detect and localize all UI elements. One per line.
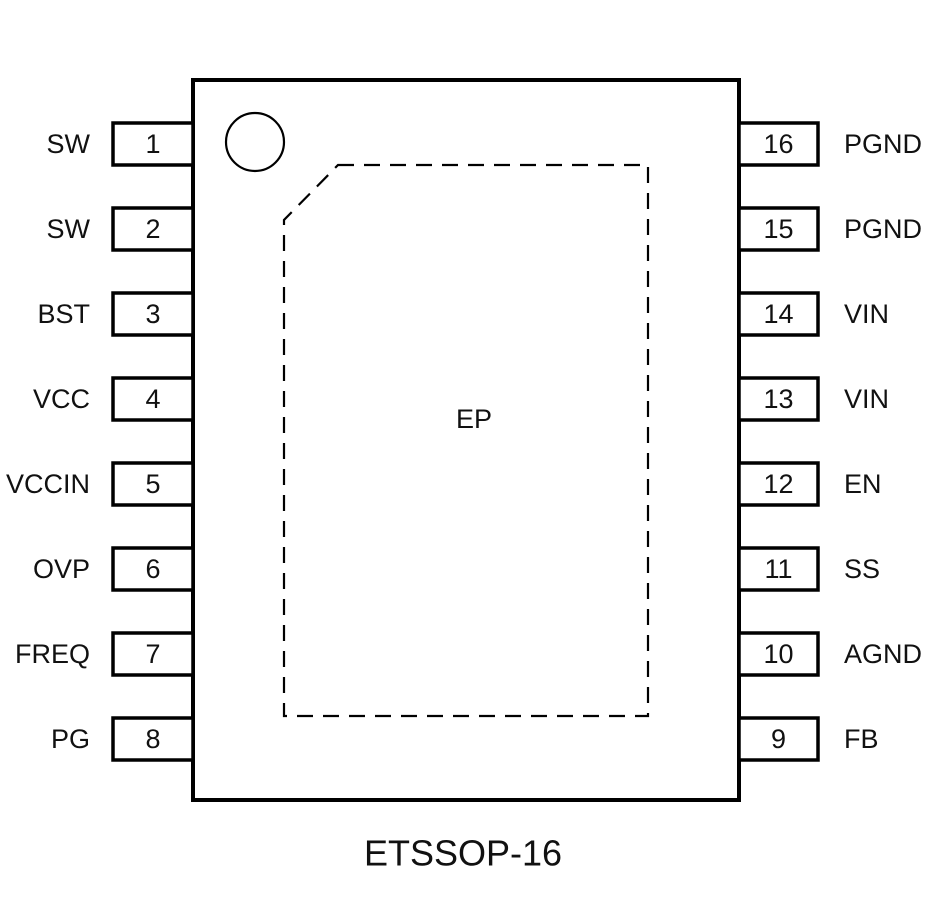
pin-name: VIN (844, 384, 889, 414)
pin-lead (737, 716, 820, 762)
pin-name: VCCIN (6, 469, 90, 499)
pin-13: 13 VIN (737, 376, 889, 422)
pin-number: 5 (145, 469, 160, 499)
pin-number: 8 (145, 724, 160, 754)
pin-number: 13 (763, 384, 793, 414)
pin-name: SW (47, 214, 91, 244)
package-body (191, 78, 741, 802)
pin-number: 4 (145, 384, 160, 414)
pin-lead (111, 121, 195, 167)
package-name: ETSSOP-16 (364, 833, 562, 874)
pin-lead (737, 546, 820, 592)
pin-10: 10 AGND (737, 631, 922, 677)
pin-lead (111, 631, 195, 677)
pin-number: 14 (763, 299, 793, 329)
pin-16: 16 PGND (737, 121, 922, 167)
pin-number: 6 (145, 554, 160, 584)
exposed-pad-label: EP (456, 404, 492, 434)
pin-12: 12 EN (737, 461, 882, 507)
pin-lead (111, 546, 195, 592)
pin-9: 9 FB (737, 716, 879, 762)
pin-name: FREQ (15, 639, 90, 669)
pin-lead (737, 461, 820, 507)
pin-lead (737, 631, 820, 677)
pin-number: 2 (145, 214, 160, 244)
pin-7: 7 FREQ (15, 631, 195, 677)
pin-name: EN (844, 469, 882, 499)
pin-3: 3 BST (37, 291, 195, 337)
pin-name: OVP (33, 554, 90, 584)
pin-4: 4 VCC (33, 376, 195, 422)
pin-8: 8 PG (51, 716, 195, 762)
pin-6: 6 OVP (33, 546, 195, 592)
pin-number: 1 (145, 129, 160, 159)
pin-2: 2 SW (47, 206, 195, 252)
pin-number: 3 (145, 299, 160, 329)
pin-number: 11 (764, 554, 792, 584)
pin-number: 15 (763, 214, 793, 244)
pin-name: PG (51, 724, 90, 754)
pin-11: 11 SS (737, 546, 880, 592)
pin-name: SW (47, 129, 91, 159)
pin1-marker-icon (224, 111, 286, 173)
pin-lead (111, 461, 195, 507)
pin-lead (737, 206, 820, 252)
pin-name: PGND (844, 214, 922, 244)
pin-14: 14 VIN (737, 291, 889, 337)
pin-lead (737, 121, 820, 167)
pin-lead (111, 206, 195, 252)
pin-name: PGND (844, 129, 922, 159)
pin-5: 5 VCCIN (6, 461, 195, 507)
pin-name: AGND (844, 639, 922, 669)
pin-15: 15 PGND (737, 206, 922, 252)
pin-name: VCC (33, 384, 90, 414)
pin-number: 16 (763, 129, 793, 159)
pin-number: 10 (763, 639, 793, 669)
pin-name: FB (844, 724, 879, 754)
pin-number: 9 (771, 724, 786, 754)
pin-name: BST (37, 299, 90, 329)
pin-number: 12 (763, 469, 793, 499)
pin-name: SS (844, 554, 880, 584)
pin-1: 1 SW (47, 121, 195, 167)
pin-lead (111, 716, 195, 762)
pin-lead (737, 291, 820, 337)
pin-name: VIN (844, 299, 889, 329)
pin-lead (111, 291, 195, 337)
exposed-pad-outline (282, 163, 650, 718)
pin-lead (111, 376, 195, 422)
pin-number: 7 (145, 639, 160, 669)
pin-lead (737, 376, 820, 422)
